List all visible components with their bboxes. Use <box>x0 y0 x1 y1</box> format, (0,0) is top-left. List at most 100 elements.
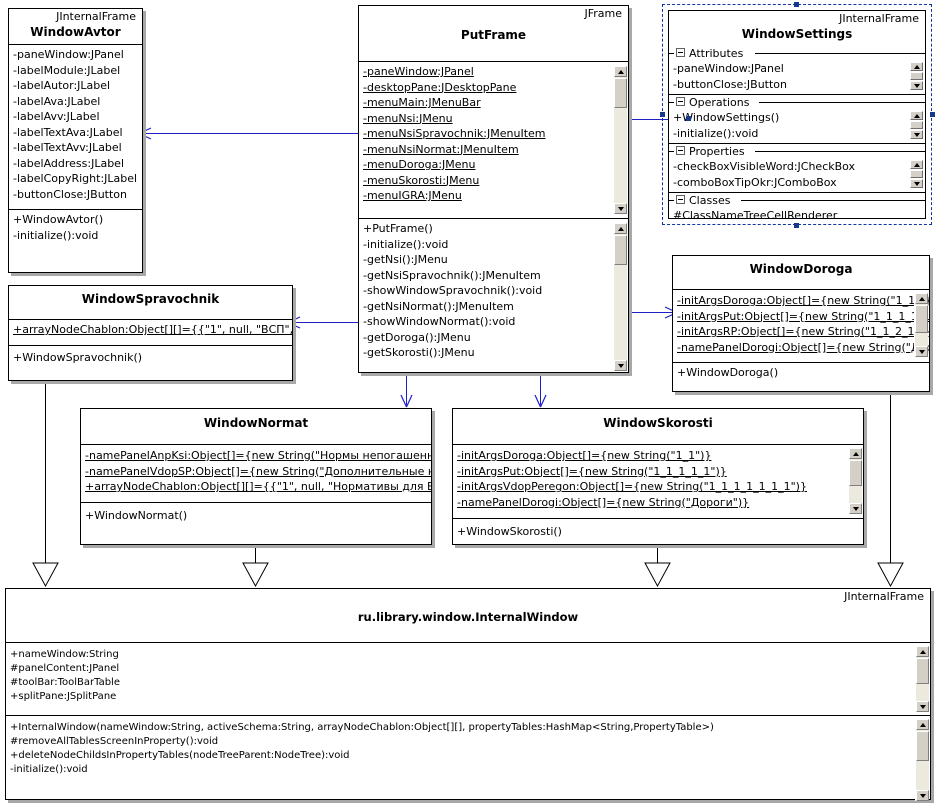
scrollbar-internal-window-operations[interactable] <box>915 719 929 801</box>
scroll-up-button[interactable] <box>916 719 929 730</box>
scrollbar-thumb[interactable] <box>614 235 627 265</box>
put-frame-attributes: -paneWindow:JPanel -desktopPane:JDesktop… <box>359 61 628 218</box>
scrollbar-thumb[interactable] <box>910 170 923 178</box>
attribute-row: -paneWindow:JPanel <box>13 48 124 61</box>
window-doroga-name: WindowDoroga <box>749 262 853 276</box>
scroll-up-button[interactable] <box>910 160 923 169</box>
attribute-row: -menuNsiSpravochnik:JMenuItem <box>363 127 546 140</box>
group-header-properties[interactable]: Properties <box>669 143 925 159</box>
generalization-triangle-spravochnik <box>32 562 59 588</box>
selection-handle-right[interactable] <box>930 112 935 117</box>
class-box-window-avtor[interactable]: JInternalFrame WindowAvtor -paneWindow:J… <box>8 8 143 273</box>
window-avtor-header: JInternalFrame WindowAvtor <box>9 9 142 44</box>
assoc-putframe-windowdoroga <box>629 312 677 313</box>
class-row: #ClassNameTreeCellRenderer <box>673 209 838 222</box>
scroll-up-button[interactable] <box>910 111 923 120</box>
assoc-putframe-windowspravochnik <box>292 322 358 323</box>
operation-row: -getNsiSpravochnik():JMenuItem <box>363 268 541 282</box>
attribute-row: -namePanelVdopSP:Object[]={new String("Д… <box>85 464 431 478</box>
internal-window-operations: +InternalWindow(nameWindow:String, activ… <box>6 715 930 806</box>
attribute-row: #panelContent:JPanel <box>10 663 120 674</box>
class-box-window-spravochnik[interactable]: WindowSpravochnik +arrayNodeChablon:Obje… <box>8 285 293 381</box>
class-box-internal-window[interactable]: JInternalFrame ru.library.window.Interna… <box>5 588 931 801</box>
collapse-box-icon[interactable] <box>676 195 685 204</box>
window-settings-properties: -checkBoxVisibleWord:JCheckBox -comboBox… <box>669 159 925 192</box>
scroll-up-button[interactable] <box>915 293 928 304</box>
group-label: Classes <box>688 193 734 208</box>
collapse-box-icon[interactable] <box>676 146 685 155</box>
generalization-triangle-skorosti <box>644 562 671 588</box>
scrollbar-thumb[interactable] <box>910 72 923 80</box>
operation-row: -showWindowNormat():void <box>363 315 516 328</box>
attribute-row: -initArgsDoroga:Object[]={new String("1_… <box>457 449 712 462</box>
window-spravochnik-attributes: +arrayNodeChablon:Object[][]={{"1", null… <box>9 319 292 345</box>
window-settings-attributes: -paneWindow:JPanel -buttonClose:JButton <box>669 61 925 94</box>
attribute-row: -labelAddress:JLabel <box>13 156 125 170</box>
class-box-put-frame[interactable]: JFrame PutFrame -paneWindow:JPanel -desk… <box>358 5 629 373</box>
scrollbar-thumb[interactable] <box>910 121 923 129</box>
collapse-box-icon[interactable] <box>676 97 685 106</box>
scrollbar-settings-properties[interactable] <box>910 160 923 188</box>
selection-handle-assoc[interactable] <box>686 116 691 121</box>
attribute-row: -desktopPane:JDesktopPane <box>363 80 517 94</box>
internal-window-attributes: +nameWindow:String #panelContent:JPanel … <box>6 642 930 715</box>
scroll-up-button[interactable] <box>614 66 627 77</box>
operation-row: -initialize():void <box>10 764 88 775</box>
scrollbar-put-frame-attributes[interactable] <box>613 66 627 214</box>
scroll-down-button[interactable] <box>916 701 929 712</box>
scroll-up-button[interactable] <box>614 223 627 234</box>
scroll-down-button[interactable] <box>915 346 928 357</box>
scrollbar-internal-window-attributes[interactable] <box>915 646 929 712</box>
scrollbar-settings-attributes[interactable] <box>910 62 923 90</box>
group-header-attributes[interactable]: Attributes <box>669 46 925 61</box>
scrollbar-window-doroga[interactable] <box>914 293 928 357</box>
put-frame-stereotype: JFrame <box>584 7 622 20</box>
operation-row: +InternalWindow(nameWindow:String, activ… <box>10 722 714 733</box>
collapse-box-icon[interactable] <box>676 48 685 57</box>
selection-handle-bottom[interactable] <box>794 223 799 228</box>
class-box-window-normat[interactable]: WindowNormat -namePanelAnpKsi:Object[]={… <box>80 408 432 545</box>
scrollbar-thumb[interactable] <box>916 658 929 684</box>
property-row: -checkBoxVisibleWord:JCheckBox <box>673 160 856 173</box>
gen-stem-normat <box>255 546 256 563</box>
scroll-down-button[interactable] <box>916 790 929 801</box>
scroll-down-button[interactable] <box>910 81 923 90</box>
scroll-down-button[interactable] <box>910 130 923 139</box>
scroll-up-button[interactable] <box>849 448 862 459</box>
scroll-down-button[interactable] <box>614 360 627 371</box>
attribute-row: -namePanelAnpKsi:Object[]={new String("Н… <box>85 449 431 462</box>
window-spravochnik-operations: +WindowSpravochnik() <box>9 345 292 369</box>
group-header-operations[interactable]: Operations <box>669 94 925 110</box>
gen-stem-skorosti <box>657 546 658 563</box>
scrollbar-thumb[interactable] <box>916 731 929 761</box>
put-frame-operations: +PutFrame() -initialize():void -getNsi()… <box>359 218 628 379</box>
group-header-classes[interactable]: Classes <box>669 192 925 208</box>
window-doroga-attributes: -initArgsDoroga:Object[]={new String("1_… <box>673 289 929 362</box>
assoc-putframe-windowskorosti <box>540 373 541 405</box>
window-skorosti-header: WindowSkorosti <box>453 409 863 444</box>
class-box-window-settings[interactable]: JInternalFrame WindowSettings Attributes… <box>668 10 926 222</box>
scrollbar-put-frame-operations[interactable] <box>613 223 627 371</box>
scroll-down-button[interactable] <box>614 203 627 214</box>
attribute-row: -initArgsPut:Object[]={new String("1_1_1… <box>677 309 929 323</box>
scrollbar-settings-operations[interactable] <box>910 111 923 139</box>
window-normat-name: WindowNormat <box>203 416 309 430</box>
class-box-window-doroga[interactable]: WindowDoroga -initArgsDoroga:Object[]={n… <box>672 255 930 392</box>
scrollbar-thumb[interactable] <box>915 305 928 333</box>
attribute-row: -labelCopyRight:JLabel <box>13 172 138 185</box>
arrowhead-windownormat <box>400 394 413 408</box>
class-box-window-skorosti[interactable]: WindowSkorosti -initArgsDoroga:Object[]=… <box>452 408 864 545</box>
selection-handle-top[interactable] <box>794 2 799 7</box>
scroll-up-button[interactable] <box>916 646 929 657</box>
scroll-up-button[interactable] <box>910 62 923 71</box>
selection-handle-left[interactable] <box>660 112 665 117</box>
scrollbar-thumb[interactable] <box>849 460 862 486</box>
scroll-down-button[interactable] <box>849 503 862 514</box>
scrollbar-window-skorosti[interactable] <box>848 448 862 514</box>
scrollbar-thumb[interactable] <box>614 78 627 108</box>
group-label: Properties <box>688 144 748 159</box>
scroll-down-button[interactable] <box>910 179 923 188</box>
window-skorosti-operations: +WindowSkorosti() <box>453 518 863 543</box>
put-frame-header: JFrame PutFrame <box>359 6 628 61</box>
